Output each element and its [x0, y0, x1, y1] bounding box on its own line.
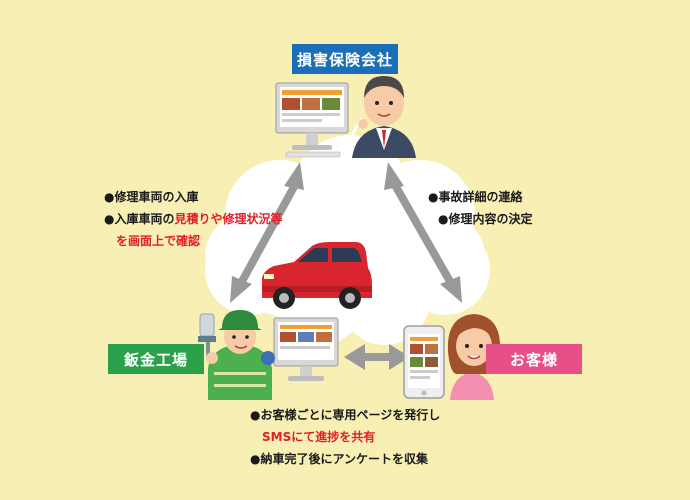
- note-bottom-line1: ●お客様ごとに専用ページを発行し: [250, 408, 441, 422]
- note-bottom: ●お客様ごとに専用ページを発行し SMSにて進捗を共有 ●納車完了後にアンケート…: [250, 404, 440, 470]
- note-left: ●修理車両の入庫 ●入庫車両の見積りや修理状況等 を画面上で確認: [104, 186, 283, 252]
- bodyshop-monitor-icon: [273, 317, 339, 381]
- note-left-line2-highlight: 見積りや修理状況等: [174, 212, 283, 226]
- insurance-label: 損害保険会社: [292, 44, 398, 74]
- note-left-line3: を画面上で確認: [116, 234, 201, 248]
- bodyshop-label: 鈑金工場: [108, 344, 204, 374]
- arrow-bodyshop-customer: [344, 344, 410, 370]
- arrow-insurance-customer: [384, 162, 462, 303]
- car-icon: [262, 242, 372, 309]
- note-right-line2: ●修理内容の決定: [438, 212, 533, 226]
- insurance-monitor-icon: [275, 82, 349, 158]
- note-right: ●事故詳細の連絡 ●修理内容の決定: [428, 186, 532, 230]
- note-left-line1: ●修理車両の入庫: [104, 190, 199, 204]
- customer-label: お客様: [486, 344, 582, 374]
- phone-icon: [403, 325, 445, 399]
- businessman-avatar: [346, 76, 416, 158]
- note-bottom-line2: SMSにて進捗を共有: [262, 430, 376, 444]
- note-bottom-line3: ●納車完了後にアンケートを収集: [250, 452, 428, 466]
- mechanic-avatar: [198, 310, 275, 400]
- note-right-line1: ●事故詳細の連絡: [428, 190, 523, 204]
- note-left-line2-prefix: ●入庫車両の: [104, 212, 175, 226]
- arrow-insurance-bodyshop: [230, 162, 304, 303]
- note-left-line2: ●入庫車両の見積りや修理状況等: [104, 208, 283, 230]
